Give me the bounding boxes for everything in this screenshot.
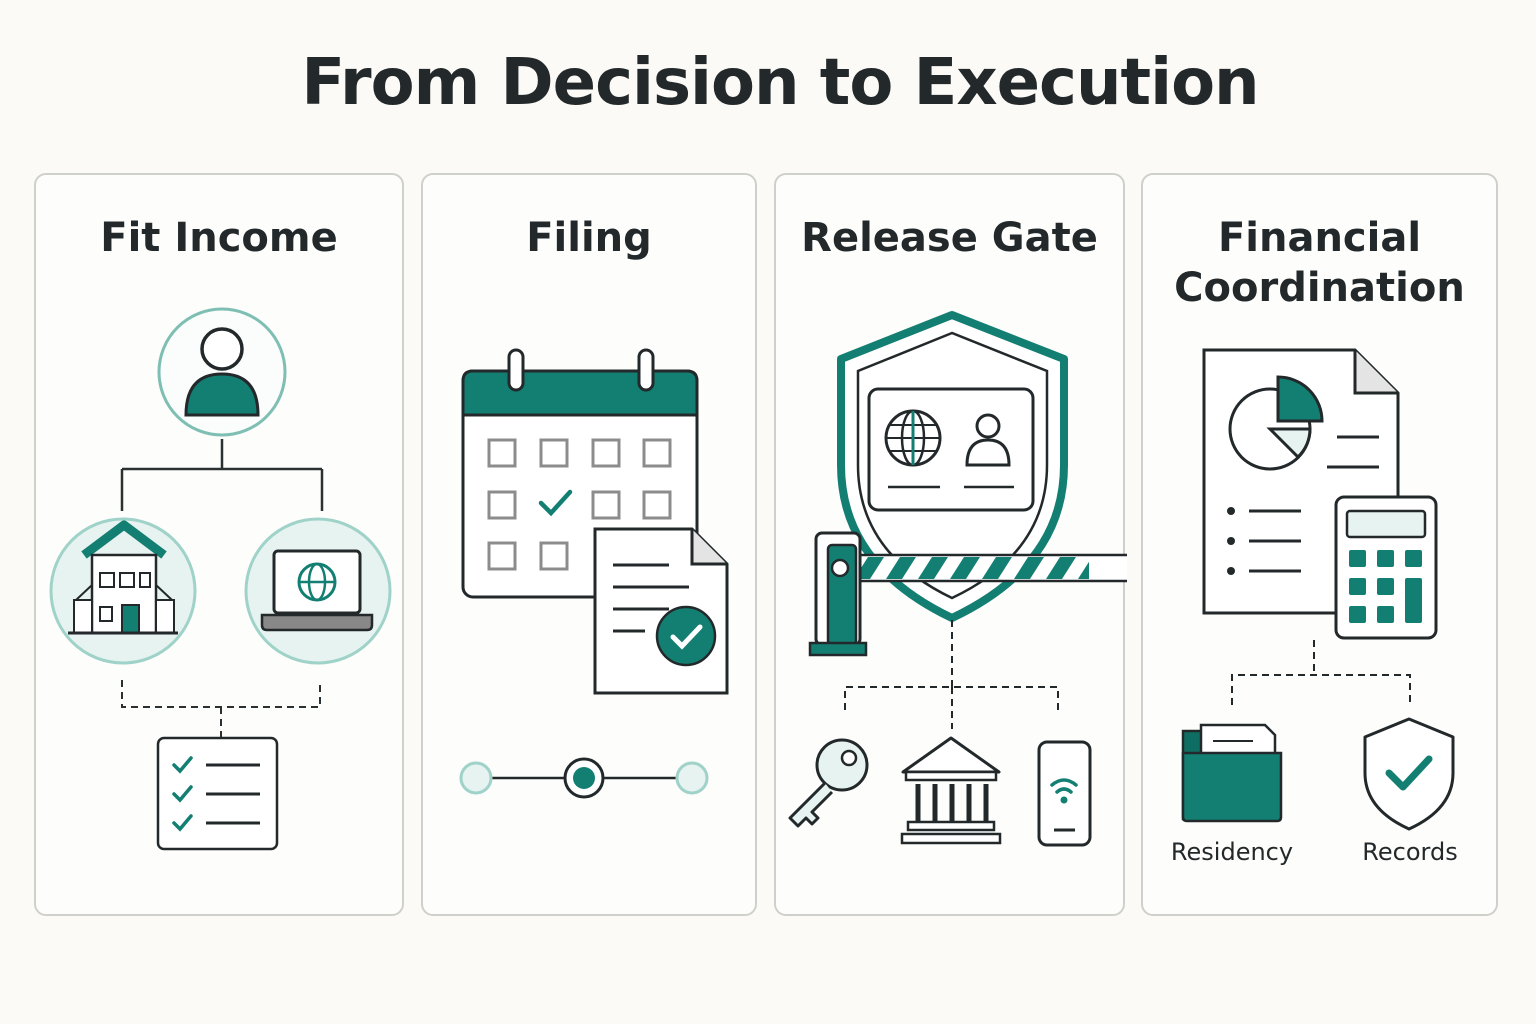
panel-title-line2: Coordination bbox=[1174, 265, 1465, 311]
panel-title-line1: Financial bbox=[1217, 215, 1422, 261]
panel-financial-coordination: Financial Coordination bbox=[1141, 173, 1498, 916]
financial-coordination-diagram bbox=[1181, 348, 1455, 831]
page-title: From Decision to Execution bbox=[301, 46, 1259, 120]
filing-diagram bbox=[459, 348, 729, 799]
panel-title: Fit Income bbox=[100, 215, 338, 261]
panel-title: Filing bbox=[526, 215, 652, 261]
folder-icon bbox=[1181, 723, 1283, 823]
label-records: Records bbox=[1362, 838, 1458, 866]
release-gate-diagram bbox=[788, 311, 1127, 847]
phone-wifi-icon bbox=[1037, 740, 1092, 847]
laptop-globe-icon bbox=[244, 517, 392, 665]
calculator-icon bbox=[1334, 495, 1438, 640]
panel-title: Financial Coordination bbox=[1143, 213, 1496, 313]
user-icon bbox=[157, 307, 287, 437]
barrier-gate-icon bbox=[808, 531, 1127, 657]
panel-title: Release Gate bbox=[801, 215, 1098, 261]
document-check-icon bbox=[593, 527, 729, 695]
shield-check-icon bbox=[1363, 717, 1455, 831]
house-icon bbox=[49, 517, 197, 665]
label-residency: Residency bbox=[1170, 838, 1294, 866]
progress-steps bbox=[459, 757, 709, 799]
panel-filing: Filing bbox=[421, 173, 757, 916]
bank-icon bbox=[900, 736, 1002, 845]
panel-fit-income: Fit Income bbox=[34, 173, 404, 916]
fit-income-diagram bbox=[49, 307, 392, 851]
shield-id-icon bbox=[837, 311, 1068, 622]
panel-release-gate: Release Gate bbox=[774, 173, 1127, 916]
key-icon bbox=[788, 738, 869, 828]
checklist-icon bbox=[156, 736, 279, 851]
